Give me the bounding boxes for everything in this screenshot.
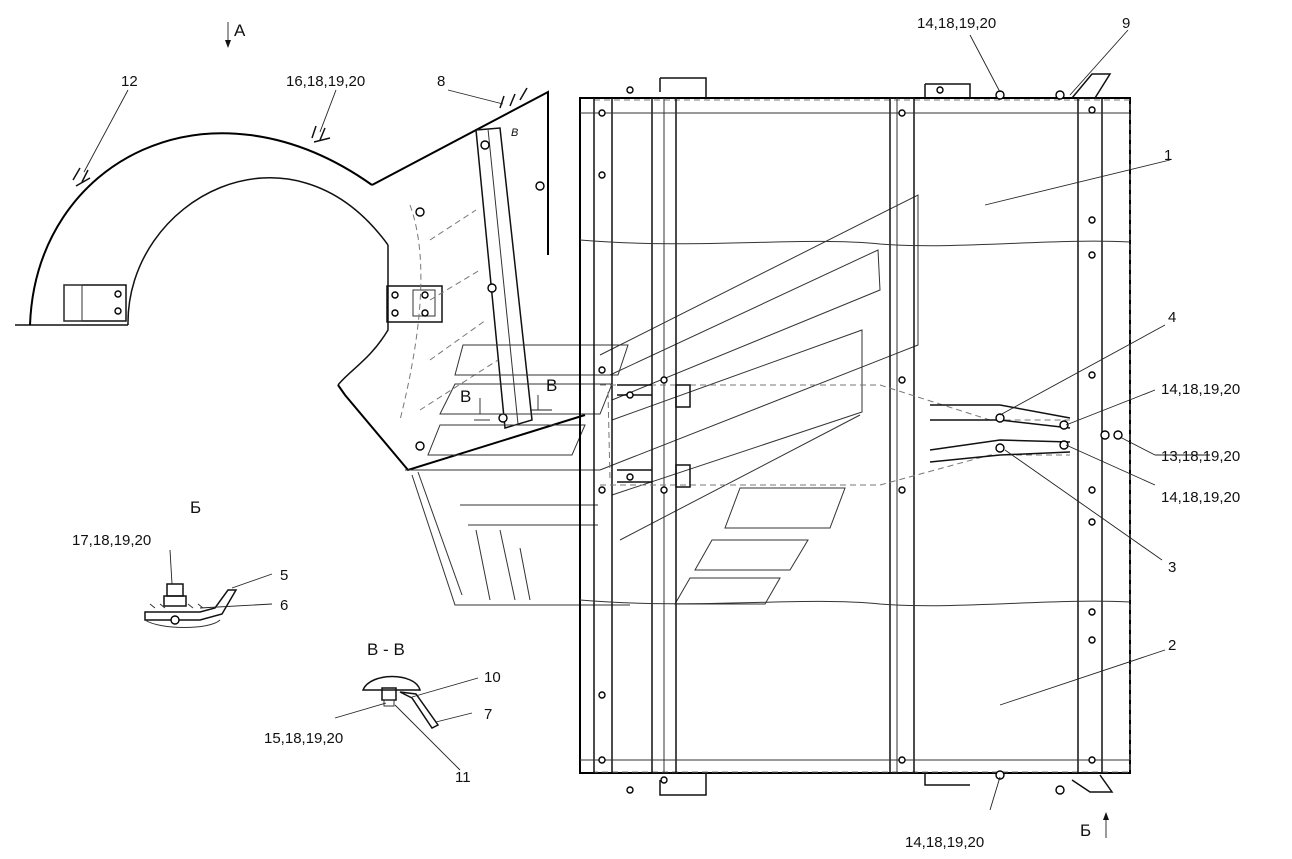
section-vv-title: В - В	[367, 640, 405, 659]
panel-outline	[579, 97, 1131, 774]
section-v-right-mark: В	[546, 376, 557, 395]
view-b-mark: Б	[190, 498, 201, 517]
mount-plate-left	[63, 284, 127, 322]
labels: А Б Б В В В - В В 1 2 3 4 5 6 7 8 9 10 1…	[72, 15, 1240, 851]
section-v-left-mark: В	[460, 387, 471, 406]
callout-10: 10	[484, 669, 501, 686]
callout-7: 7	[484, 706, 492, 723]
section-vv	[361, 675, 440, 729]
callout-4: 4	[1168, 309, 1176, 326]
callout-5: 5	[280, 567, 288, 584]
view-b-mark-bottom: Б	[1080, 821, 1091, 840]
side-view	[15, 87, 586, 472]
callout-14-top: 14,18,19,20	[917, 15, 996, 32]
callout-14-mid2: 14,18,19,20	[1161, 489, 1240, 506]
leader-lines	[83, 29, 1210, 811]
mount-plate-middle	[386, 285, 443, 323]
callout-16: 16,18,19,20	[286, 73, 365, 90]
callout-8: 8	[437, 73, 445, 90]
stiffener-middle	[889, 97, 915, 774]
side-strip	[475, 127, 533, 429]
callout-2: 2	[1168, 637, 1176, 654]
callout-15: 15,18,19,20	[264, 730, 343, 747]
callout-3: 3	[1168, 559, 1176, 576]
small-v-mark: В	[511, 127, 518, 139]
callout-9: 9	[1122, 15, 1130, 32]
callout-14-bottom: 14,18,19,20	[905, 834, 984, 851]
callout-17: 17,18,19,20	[72, 532, 151, 549]
detail-b	[144, 583, 238, 628]
callout-6: 6	[280, 597, 288, 614]
lower-housing	[405, 194, 919, 606]
callout-13: 13,18,19,20	[1161, 448, 1240, 465]
panel-plan-view	[579, 73, 1131, 796]
callout-14-mid1: 14,18,19,20	[1161, 381, 1240, 398]
callout-1: 1	[1164, 147, 1172, 164]
section-arrows	[225, 22, 1109, 838]
view-a-mark: А	[234, 21, 246, 40]
callout-11: 11	[455, 769, 471, 786]
callout-12: 12	[121, 73, 138, 90]
